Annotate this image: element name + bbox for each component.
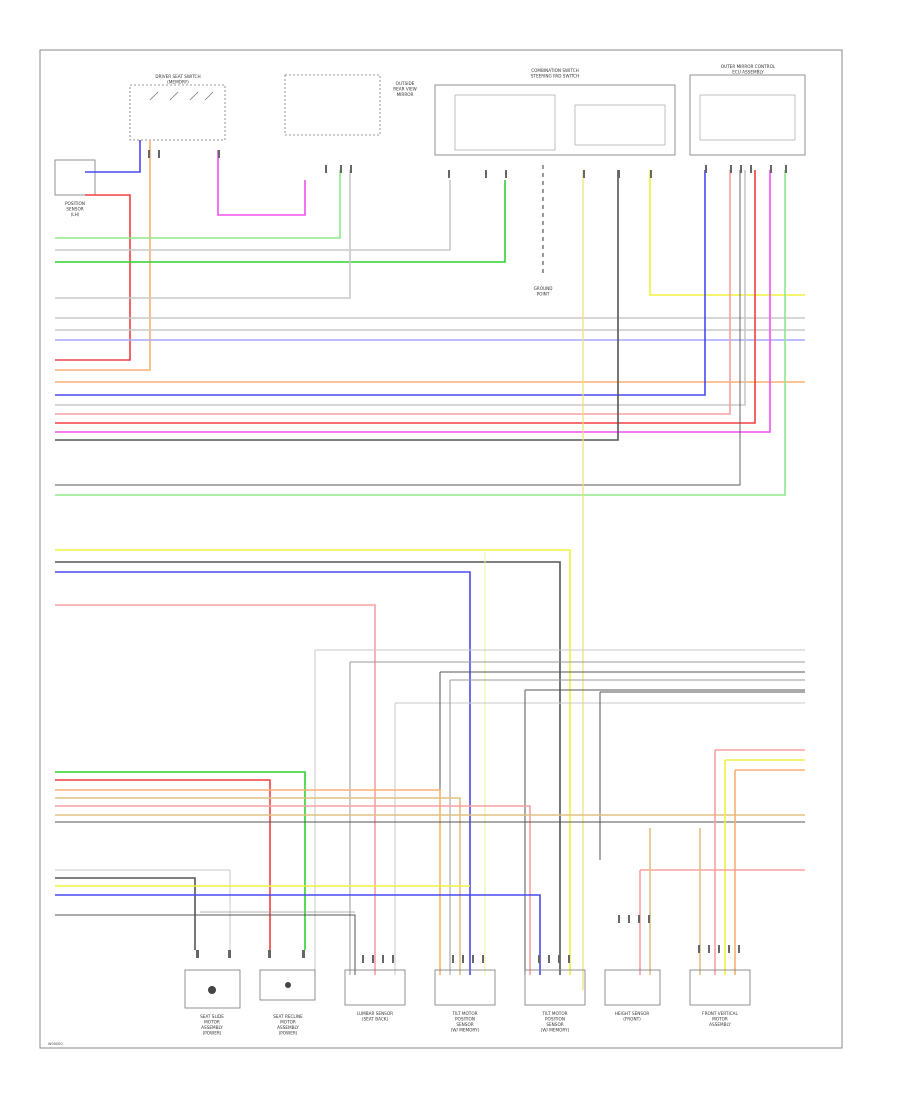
memory-switch-component <box>284 74 381 136</box>
height-sensor-caption: (FRONT) <box>623 1017 641 1022</box>
diagram-frame <box>39 49 843 1049</box>
top-captions: DRIVER SEAT SWITCH(MEMORY) POSITIONSENSOR… <box>65 64 776 297</box>
recline-motor-caption: (POWER) <box>279 1031 298 1036</box>
seat-ecu-caption: STEERING PAD SWITCH <box>531 74 579 79</box>
wire-group-lower <box>55 549 805 975</box>
diagram-footer-id: W00000 <box>48 1042 63 1046</box>
tilt-sensor-rh-caption: SENSOR <box>546 1022 563 1027</box>
position-sensor-caption: SENSOR <box>66 207 83 212</box>
seat-switch-component <box>129 84 226 141</box>
lifter-motor-caption: FRONT VERTICAL <box>702 1011 738 1016</box>
recline-motor-caption: MOTOR <box>280 1020 296 1025</box>
tilt-sensor-lh-caption: SENSOR <box>456 1022 473 1027</box>
seat-switch-caption: DRIVER SEAT SWITCH <box>155 74 200 79</box>
lumbar-sensor-caption: (SEAT BACK) <box>362 1017 389 1022</box>
height-sensor-caption: HEIGHT SENSOR <box>615 1011 650 1016</box>
memory-switch-caption: REAR VIEW <box>393 87 417 92</box>
wire-group-upper <box>55 140 805 990</box>
lifter-motor-caption: ASSEMBLY <box>709 1022 731 1027</box>
position-sensor-component <box>54 159 96 196</box>
seat-ecu-caption: COMBINATION SWITCH <box>531 68 579 73</box>
memory-switch-caption: MIRROR <box>397 92 414 97</box>
lifter-motor-caption: MOTOR <box>712 1017 728 1022</box>
memory-switch-caption: OUTSIDE <box>396 81 415 86</box>
mirror-ecu-caption: ECU ASSEMBLY <box>732 70 764 75</box>
bottom-components <box>184 969 751 1009</box>
slide-motor-caption: MOTOR <box>204 1020 220 1025</box>
seat-ecu-component <box>434 84 676 156</box>
connector-pins <box>148 150 787 963</box>
tilt-sensor-lh-caption: (W/ MEMORY) <box>451 1028 480 1033</box>
recline-motor-caption: ASSEMBLY <box>277 1025 299 1030</box>
seat-switch-caption: (MEMORY) <box>167 80 189 85</box>
motor-symbols <box>208 982 291 994</box>
position-sensor-caption: POSITION <box>65 201 85 206</box>
slide-motor-caption: ASSEMBLY <box>201 1025 223 1030</box>
tilt-sensor-lh-caption: POSITION <box>455 1017 475 1022</box>
mirror-ecu-caption: OUTER MIRROR CONTROL <box>721 64 776 69</box>
tilt-sensor-rh-caption: (W/ MEMORY) <box>541 1028 570 1033</box>
position-sensor-caption: (LH) <box>71 212 80 217</box>
slide-motor-caption: SEAT SLIDE <box>200 1014 224 1019</box>
tilt-sensor-rh-caption: TILT MOTOR <box>541 1011 567 1016</box>
lumbar-sensor-caption: LUMBAR SENSOR <box>357 1011 393 1016</box>
ground-caption: POINT <box>537 292 550 297</box>
tilt-sensor-lh-caption: TILT MOTOR <box>451 1011 477 1016</box>
recline-motor-caption: SEAT RECLINE <box>273 1014 303 1019</box>
tilt-sensor-rh-caption: POSITION <box>545 1017 565 1022</box>
ground-caption: GROUND <box>534 286 553 291</box>
mirror-ecu-component <box>689 74 806 156</box>
slide-motor-caption: (POWER) <box>203 1031 222 1036</box>
